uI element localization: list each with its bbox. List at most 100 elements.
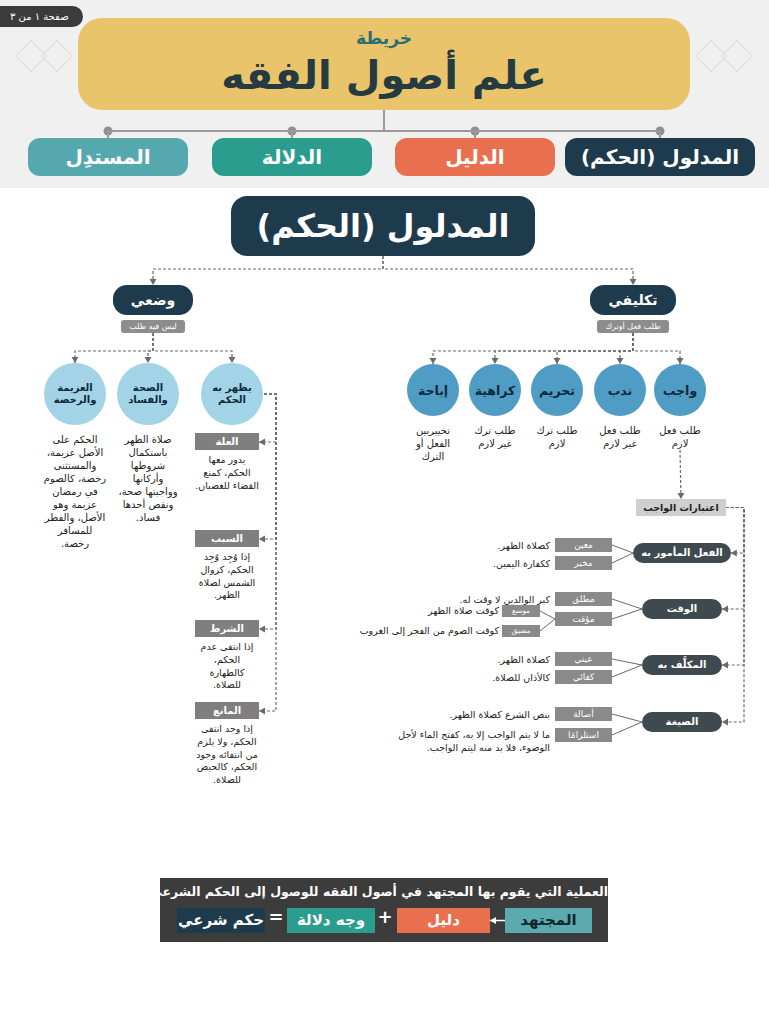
ruling-description: طلب فعل لازم <box>652 424 708 450</box>
node-text: صفحة ١ من ٣ <box>10 11 69 22</box>
process-box: وجه دلالة <box>287 908 375 933</box>
category-node: تكليفي طلب فعل أوترك <box>590 285 675 333</box>
connector-line <box>292 110 384 138</box>
option-pill: أصالة <box>555 707 612 721</box>
connector-line <box>433 333 633 364</box>
connector-line <box>259 394 276 629</box>
heading-box: اعتبارات الواجب <box>636 499 726 516</box>
arrowhead <box>259 708 265 715</box>
connector <box>612 659 642 665</box>
connector-line <box>633 333 680 364</box>
ruling-name: العزيمة والرخصة <box>47 382 103 407</box>
node-text: مضيق <box>505 625 537 637</box>
condition-name: السبب <box>195 530 259 547</box>
arrowhead <box>259 439 265 446</box>
arrowhead <box>259 626 265 633</box>
connector-line <box>153 333 232 363</box>
example-note: كبر الوالدين لا وقت له. <box>460 593 550 607</box>
pattern-tile <box>41 40 72 71</box>
connector <box>722 508 744 669</box>
category-name: تكليفي <box>590 285 675 315</box>
node-text: معين <box>559 538 608 552</box>
arrowhead <box>722 662 728 669</box>
ruling-node: ندبطلب فعل غير لازم <box>592 364 648 450</box>
condition-description: إذا وُجِد وُجِد الحكم، كزوال الشمس لصلاة… <box>195 551 259 602</box>
node-text: المدلول (الحكم) <box>257 196 510 256</box>
condition-box: الشرطإذا انتفى عدم الحكم، كالطهارة للصلا… <box>195 620 259 692</box>
pattern-tile <box>721 40 752 71</box>
node-text: الفعل المأمور به <box>641 543 723 563</box>
node-text: الدلالة <box>228 138 356 176</box>
node-text: خريطة <box>78 26 690 50</box>
connector-line <box>612 553 633 563</box>
connector <box>617 333 633 364</box>
arrowhead <box>731 550 737 557</box>
connector-line <box>612 722 642 735</box>
node-text: مطلق <box>559 592 608 606</box>
connector-line <box>384 110 660 138</box>
node-text: أصالة <box>559 707 608 721</box>
option-pill: مطلق <box>555 592 612 606</box>
connector <box>490 917 505 924</box>
process-box: المجتهد <box>505 908 592 933</box>
connector <box>612 609 642 619</box>
example-note: بنص الشرع كصلاة الظهر. <box>449 708 550 722</box>
arrowhead <box>722 719 728 726</box>
connector-line <box>612 714 642 722</box>
condition-box: السبب إذا وُجِد وُجِد الحكم، كزوال الشمس … <box>195 530 259 602</box>
condition-description: إذا وجد انتفى الحكم، ولا يلزم من انتفائه… <box>195 723 259 787</box>
option-pill: مخير <box>555 556 612 570</box>
connector-line <box>722 508 744 723</box>
ruling-name: ندب <box>608 383 632 398</box>
ruling-name: الصحة والفساد <box>120 382 176 407</box>
connector <box>153 333 236 363</box>
ruling-name: واجب <box>663 383 697 398</box>
connector <box>259 394 276 543</box>
arrowhead <box>259 536 265 543</box>
connector-line <box>259 394 276 539</box>
type-node: العزيمة والرخصةالحكم على الأصل عزيمة، وا… <box>43 363 107 550</box>
connector-line <box>680 450 681 499</box>
category-note: طلب فعل أوترك <box>597 320 668 333</box>
ruling-name: إباحة <box>418 383 448 398</box>
condition-name: الشرط <box>195 620 259 637</box>
connector <box>722 508 744 726</box>
condition-box: العلةيدور معها الحكم، كمنع القضاء للغضبا… <box>195 433 259 492</box>
condition-description: يدور معها الحكم، كمنع القضاء للغضبان. <box>195 454 259 492</box>
connector <box>540 611 555 619</box>
option-pill: عيني <box>555 652 612 666</box>
example-note: كصلاة الظهر. <box>498 653 550 667</box>
root-node: المدلول (الحكم) <box>231 196 536 256</box>
condition-box: المانعإذا وجد انتفى الحكم، ولا يلزم من ا… <box>195 702 259 787</box>
connector <box>633 333 684 364</box>
category-name: وضعي <box>113 285 193 315</box>
section-button: المستدِل <box>28 138 188 176</box>
category-note: ليس فيه طلب <box>121 320 185 333</box>
connector <box>540 619 555 631</box>
connector-line <box>612 609 642 619</box>
connector <box>612 714 642 722</box>
connector <box>612 553 633 563</box>
connector <box>612 599 642 609</box>
node-text: المستدِل <box>44 138 172 176</box>
connector <box>383 256 636 285</box>
connector <box>145 333 153 363</box>
node-text: الوقت <box>650 599 714 619</box>
section-button: المدلول (الحكم) <box>565 138 755 176</box>
connector <box>612 665 642 677</box>
aspect-pill: المكلَّف به <box>642 655 722 675</box>
connector-line <box>612 659 642 665</box>
node-text: المكلَّف به <box>650 655 714 675</box>
connector-line <box>259 394 276 711</box>
ruling-description: تخييربين الفعل أو الترك <box>405 424 461 463</box>
node-text: دليل <box>397 908 490 933</box>
section-button: الدلالة <box>212 138 372 176</box>
ruling-node: كراهيةطلب ترك غير لازم <box>467 364 523 450</box>
ruling-node: إباحة تخييربين الفعل أو الترك <box>405 364 461 463</box>
example-note: كالأذان للصلاة. <box>492 671 550 685</box>
ruling-name: يظهر به الحكم <box>204 382 260 407</box>
operator-sign: = <box>268 907 283 927</box>
section-button: الدليل <box>395 138 555 176</box>
ruling-name: تحريم <box>539 383 575 398</box>
connector <box>292 110 384 138</box>
